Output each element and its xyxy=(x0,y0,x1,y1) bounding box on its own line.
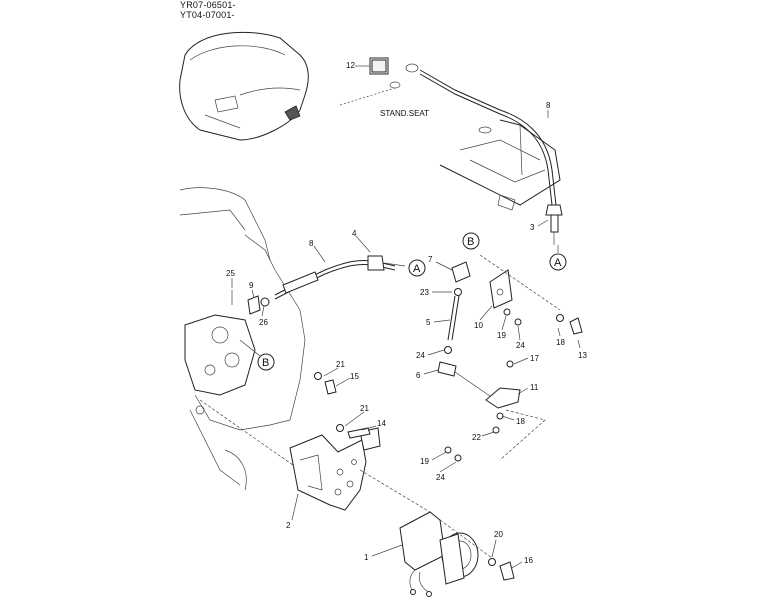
callout-23: 23 xyxy=(420,288,429,297)
callout-3: 3 xyxy=(530,223,535,232)
callout-5: 5 xyxy=(426,318,431,327)
actuator-motor-1 xyxy=(399,511,479,597)
callout-8-lower: 8 xyxy=(309,239,314,248)
callout-1: 1 xyxy=(364,553,369,562)
callout-21-lower: 21 xyxy=(360,404,369,413)
callout-25: 25 xyxy=(226,269,235,278)
callout-12: 12 xyxy=(346,61,355,70)
throttle-cable-upper xyxy=(419,69,563,245)
cable-bracket-9 xyxy=(231,290,270,315)
callout-2: 2 xyxy=(286,521,291,530)
callout-19-upper: 19 xyxy=(497,331,506,340)
engine-block xyxy=(179,187,306,491)
fasteners-motor xyxy=(488,558,515,581)
callout-19-lower: 19 xyxy=(420,457,429,466)
callout-7: 7 xyxy=(428,255,433,264)
callout-26: 26 xyxy=(259,318,268,327)
callout-24-lower: 24 xyxy=(436,473,445,482)
model-range-2: YT04-07001- xyxy=(180,10,235,20)
leader-lines xyxy=(231,65,581,569)
ref-b-right: B xyxy=(462,232,480,250)
callout-4: 4 xyxy=(352,229,357,238)
callout-9: 9 xyxy=(249,281,254,290)
callout-16: 16 xyxy=(524,556,533,565)
callout-24-mid: 24 xyxy=(416,351,425,360)
linkage-rod-assembly xyxy=(437,261,491,397)
seat-stand-housing xyxy=(179,31,309,141)
callout-18-upper: 18 xyxy=(556,338,565,347)
bolts-right xyxy=(556,314,583,335)
lever-plate-11 xyxy=(444,360,521,462)
ref-a-top: A xyxy=(549,245,567,271)
fasteners-left xyxy=(314,372,371,439)
callout-21-upper: 21 xyxy=(336,360,345,369)
callout-14: 14 xyxy=(377,419,386,428)
ref-b-left: B xyxy=(239,339,275,371)
callout-8-upper: 8 xyxy=(546,101,551,110)
callout-20: 20 xyxy=(494,530,503,539)
motor-bracket-2 xyxy=(289,427,381,511)
callout-13: 13 xyxy=(578,351,587,360)
svg-text:A: A xyxy=(413,263,421,275)
svg-text:A: A xyxy=(554,257,562,269)
callout-17: 17 xyxy=(530,354,539,363)
callout-11: 11 xyxy=(530,383,539,392)
svg-text:B: B xyxy=(262,357,269,369)
bracket-10 xyxy=(489,269,522,326)
callout-15: 15 xyxy=(350,372,359,381)
throttle-cable-lower xyxy=(274,255,406,300)
model-range-1: YR07-06501- xyxy=(180,0,236,10)
ref-a-mid: A xyxy=(408,259,426,277)
callout-10: 10 xyxy=(474,321,483,330)
svg-text:B: B xyxy=(467,236,474,248)
callout-6: 6 xyxy=(416,371,421,380)
seat-mount-frame xyxy=(389,63,561,211)
callout-22: 22 xyxy=(472,433,481,442)
callout-18-lower: 18 xyxy=(516,417,525,426)
stand-seat-label: STAND.SEAT xyxy=(380,109,429,118)
callout-24-upper: 24 xyxy=(516,341,525,350)
